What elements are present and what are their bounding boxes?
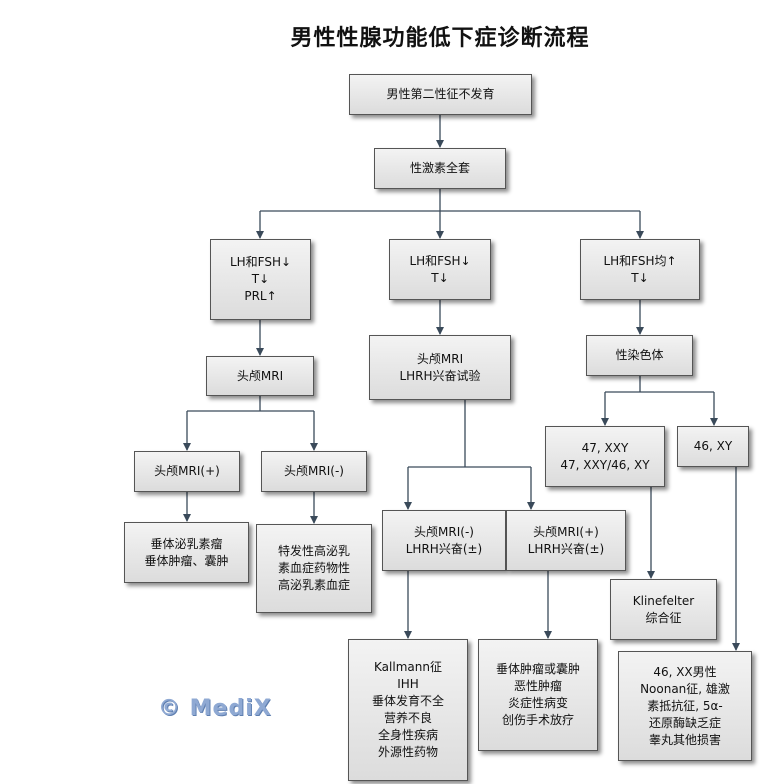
node-mri-neg: 头颅MRI(-) (261, 451, 367, 492)
node-start: 男性第二性征不发育 (349, 74, 532, 115)
node-mri-neg-lhrh: 头颅MRI(-) LHRH兴奋(±) (382, 510, 506, 571)
node-branch-mid: LH和FSH↓ T↓ (389, 239, 491, 300)
node-xxy: 47, XXY 47, XXY/46, XY (545, 426, 665, 487)
node-mri-mid: 头颅MRI LHRH兴奋试验 (369, 335, 511, 400)
node-mri-pos-lhrh: 头颅MRI(+) LHRH兴奋(±) (506, 510, 626, 571)
page-title: 男性性腺功能低下症诊断流程 (290, 25, 590, 51)
node-branch-right: LH和FSH均↑ T↓ (580, 239, 700, 300)
node-tumor-causes: 垂体肿瘤或囊肿 恶性肿瘤 炎症性病变 创伤手术放疗 (478, 639, 598, 751)
node-xy-causes: 46, XX男性 Noonan征, 雄激 素抵抗征, 5α- 还原酶缺乏症 睾丸… (618, 651, 752, 761)
node-mri-pos: 头颅MRI(+) (134, 451, 240, 492)
node-mri-left: 头颅MRI (206, 356, 314, 396)
node-hormone-panel: 性激素全套 (374, 148, 506, 189)
node-kallmann: Kallmann征 IHH 垂体发育不全 营养不良 全身性疾病 外源性药物 (348, 639, 468, 781)
node-xy: 46, XY (677, 426, 749, 467)
medix-watermark: © MediX (158, 696, 272, 721)
node-pituitary-tumor: 垂体泌乳素瘤 垂体肿瘤、囊肿 (124, 522, 249, 583)
node-idiopathic: 特发性高泌乳 素血症药物性 高泌乳素血症 (256, 524, 372, 613)
node-karyotype: 性染色体 (586, 335, 693, 376)
node-klinefelter: Klinefelter 综合征 (610, 579, 717, 640)
node-branch-left: LH和FSH↓ T↓ PRL↑ (210, 239, 311, 320)
